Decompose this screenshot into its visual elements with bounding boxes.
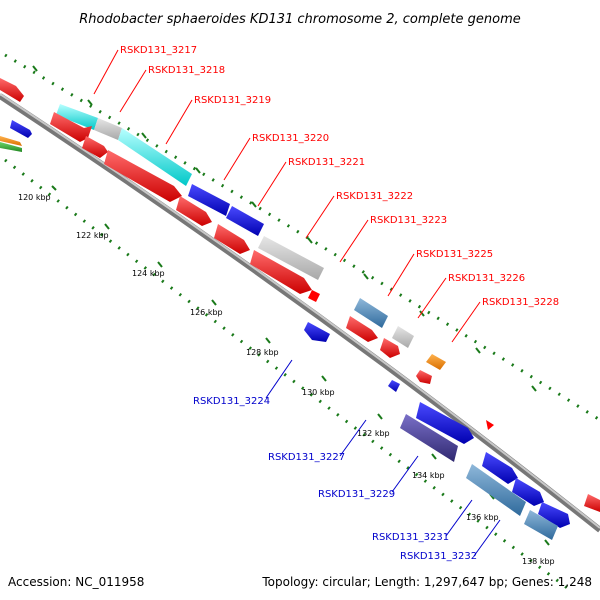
gene-forward-red[interactable]	[0, 78, 24, 102]
tick-label: 138 kbp	[522, 557, 555, 566]
gene-forward-red[interactable]	[214, 224, 250, 254]
gene-forward-red[interactable]	[346, 316, 378, 342]
gene-reverse-blue[interactable]	[388, 380, 400, 392]
gene-forward-red[interactable]	[50, 112, 92, 142]
reverse-leader-lines	[265, 359, 501, 557]
gene-label-rskd131-3226[interactable]: RSKD131_3226	[448, 273, 525, 284]
gene-rskd131-3224[interactable]	[304, 322, 330, 342]
gene-rskd131-3228[interactable]	[426, 354, 446, 370]
tick-label: 124 kbp	[132, 269, 165, 278]
gene-forward-red[interactable]	[308, 290, 320, 302]
gene-label-rskd131-3227[interactable]: RSKD131_3227	[268, 452, 345, 463]
gene-orange[interactable]	[0, 136, 22, 146]
gene-reverse-blue[interactable]	[10, 120, 32, 138]
chromosome-backbone	[0, 93, 600, 533]
tick-label: 130 kbp	[302, 388, 335, 397]
gene-rskd131-3225[interactable]	[354, 298, 388, 328]
accession-text: Accession: NC_011958	[8, 575, 144, 589]
gene-label-rskd131-3223[interactable]: RSKD131_3223	[370, 215, 447, 226]
tick-label: 134 kbp	[412, 471, 445, 480]
gene-reverse-blue[interactable]	[512, 478, 544, 506]
gene-rskd131-3218[interactable]	[94, 118, 122, 140]
gene-label-rskd131-3229[interactable]: RSKD131_3229	[318, 489, 395, 500]
gene-forward-red[interactable]	[104, 150, 182, 202]
gene-green[interactable]	[0, 142, 22, 152]
gene-label-rskd131-3218[interactable]: RSKD131_3218	[148, 65, 225, 76]
gene-rskd131-3227[interactable]	[416, 402, 474, 444]
gene-forward-red[interactable]	[416, 370, 432, 384]
gene-forward-red[interactable]	[82, 136, 108, 158]
gene-reverse-blue[interactable]	[482, 452, 518, 484]
tick-label: 126 kbp	[190, 308, 223, 317]
gene-label-rskd131-3220[interactable]: RSKD131_3220	[252, 133, 329, 144]
gene-label-rskd131-3225[interactable]: RSKD131_3225	[416, 249, 493, 260]
gene-forward-edge[interactable]	[584, 494, 600, 512]
gene-label-rskd131-3221[interactable]: RSKD131_3221	[288, 157, 365, 168]
gene-rskd131-3231[interactable]	[466, 464, 526, 516]
gene-rskd131-3220[interactable]	[188, 184, 230, 216]
tick-label: 120 kbp	[18, 193, 51, 202]
gene-reverse-blue[interactable]	[538, 502, 570, 528]
tick-label: 132 kbp	[357, 429, 390, 438]
gene-label-rskd131-3231[interactable]: RSKD131_3231	[372, 532, 449, 543]
topology-text: Topology: circular; Length: 1,297,647 bp…	[261, 575, 592, 589]
tick-label: 122 kbp	[76, 231, 109, 240]
tick-label: 136 kbp	[466, 513, 499, 522]
gene-label-rskd131-3217[interactable]: RSKD131_3217	[120, 45, 197, 56]
gene-rskd131-3223[interactable]	[258, 236, 324, 280]
gene-rskd131-3226[interactable]	[392, 326, 414, 348]
outer-tick-marks	[32, 65, 537, 392]
gene-rskd131-3221[interactable]	[226, 206, 264, 236]
forward-leader-lines	[93, 49, 481, 343]
gene-label-rskd131-3224[interactable]: RSKD131_3224	[193, 396, 270, 407]
gene-label-rskd131-3219[interactable]: RSKD131_3219	[194, 95, 271, 106]
map-title: Rhodobacter sphaeroides KD131 chromosome…	[79, 12, 520, 27]
tick-label: 128 kbp	[246, 348, 279, 357]
gene-forward-red[interactable]	[250, 250, 312, 294]
gene-forward-small[interactable]	[486, 420, 494, 430]
gene-rskd131-3219[interactable]	[118, 128, 192, 186]
chromosome-backbone-highlight	[0, 93, 600, 529]
gene-rskd131-3217[interactable]	[56, 104, 98, 130]
gene-forward-red[interactable]	[380, 338, 400, 358]
tick-marks	[51, 185, 550, 546]
gene-label-rskd131-3222[interactable]: RSKD131_3222	[336, 191, 413, 202]
gene-label-rskd131-3232[interactable]: RSKD131_3232	[400, 551, 477, 562]
gene-label-rskd131-3228[interactable]: RSKD131_3228	[482, 297, 559, 308]
gene-rskd131-3232[interactable]	[524, 510, 558, 540]
inner-dotted-scale	[4, 158, 571, 592]
gene-rskd131-3229[interactable]	[400, 414, 458, 462]
gene-forward-red[interactable]	[176, 196, 212, 226]
